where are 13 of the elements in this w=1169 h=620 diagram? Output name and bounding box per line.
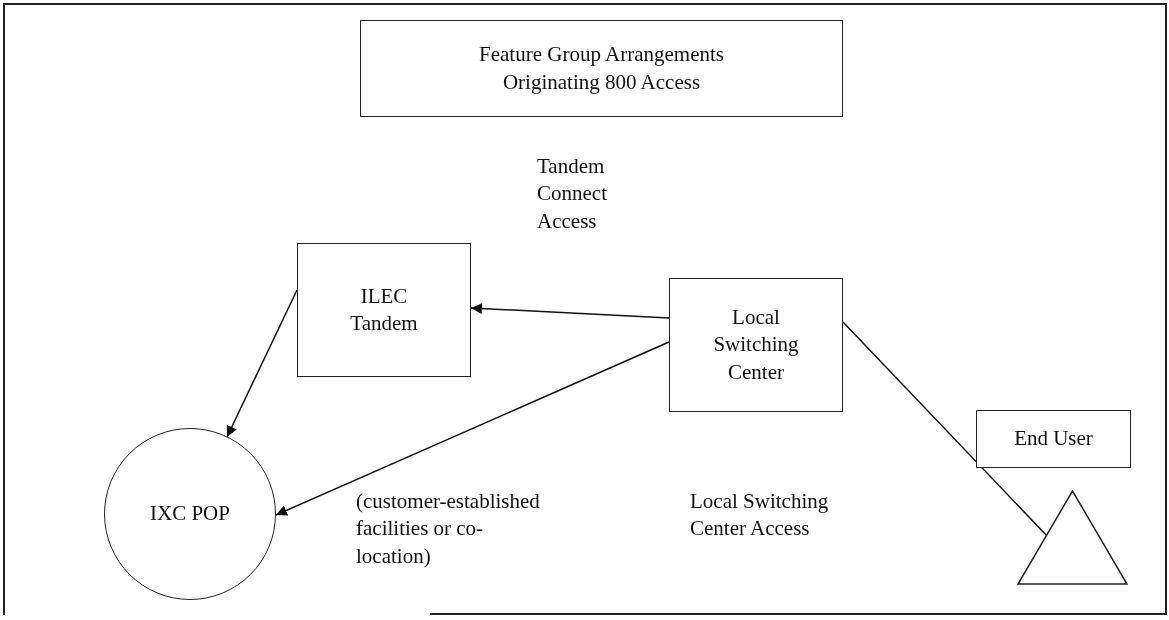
process-box: Local Switching Center (669, 278, 843, 412)
location-circle: IXC POP (104, 428, 276, 600)
arrow (275, 341, 670, 516)
arrow (226, 289, 298, 438)
connector-line (842, 321, 1049, 538)
title-box: Feature Group Arrangements Originating 800 Access (360, 20, 843, 117)
process-box: End User (976, 410, 1131, 468)
process-box: ILEC Tandem (297, 243, 471, 377)
triangle-symbol (1017, 490, 1128, 585)
annotation-text: Local Switching Center Access (690, 488, 830, 543)
annotation-text: (customer-established facilities or co-location) (356, 488, 541, 570)
arrow (470, 303, 670, 319)
annotation-text: Tandem Connect Access (537, 153, 608, 235)
